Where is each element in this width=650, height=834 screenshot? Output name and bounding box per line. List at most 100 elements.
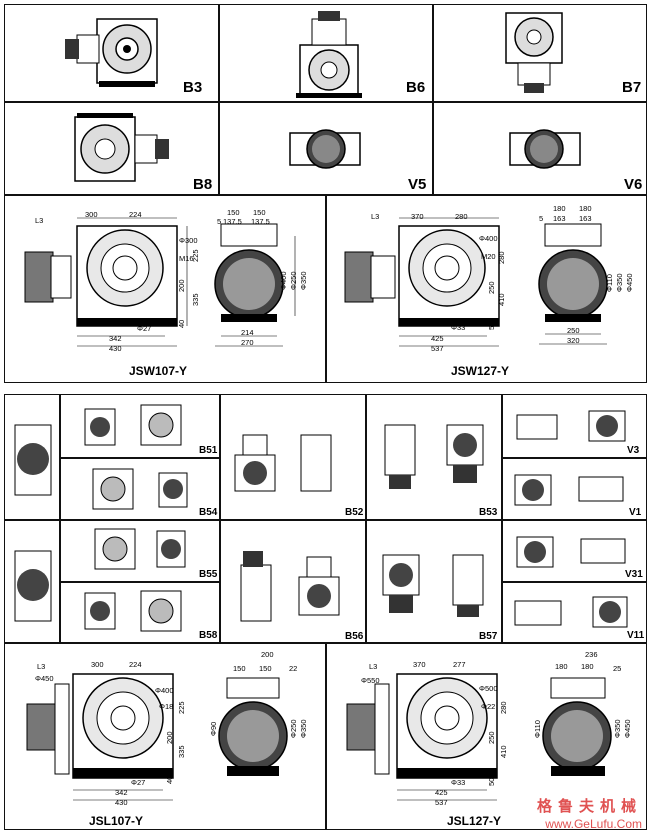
dim-370: 370 (411, 212, 424, 221)
dim-phi250: Φ250 (289, 271, 298, 291)
mount-label-v6: V6 (624, 176, 643, 193)
gearbox-drawing-v3 (516, 410, 626, 442)
dim-342: 342 (109, 334, 122, 343)
dim-phi33: Φ33 (451, 323, 466, 332)
dim-phi300: Φ300 (179, 236, 198, 245)
mount-panel-b53: B53 (366, 394, 502, 520)
gearbox-drawing-v11 (514, 596, 628, 628)
dim-phi400: Φ400 (479, 234, 498, 243)
dim-50: 50 (487, 777, 496, 786)
dim-phi18: Φ18 (159, 702, 174, 711)
dim-50: 50 (487, 321, 496, 330)
dim-phi400: Φ400 (279, 271, 288, 291)
dim-280: 280 (499, 701, 508, 714)
mount-panel-b52: B52 (220, 394, 366, 520)
dim-40: 40 (165, 775, 174, 784)
dim-335: 335 (177, 745, 186, 758)
dim-m16: M16 (179, 254, 194, 263)
gearbox-drawing-b6 (296, 11, 362, 98)
jsl127-drawing (346, 673, 612, 801)
mount-panel-b54: B54 (60, 458, 220, 520)
mount-panel-v1: V1 (502, 458, 647, 520)
gearbox-drawing-b53 (384, 424, 484, 489)
dim-236: 236 (585, 650, 598, 659)
gearbox-drawing-b57 (382, 554, 484, 617)
mount-panel-b51: B51 (60, 394, 220, 458)
dim-200: 200 (177, 279, 186, 292)
mount-panel-b7: B7 (433, 4, 647, 102)
mount-panel-b58: B58 (60, 582, 220, 643)
mount-label-b51: B51 (199, 445, 218, 456)
mount-label-v31: V31 (625, 569, 643, 580)
mount-panel-b57: B57 (366, 520, 502, 643)
dim-280: 280 (455, 212, 468, 221)
dim-l3: L3 (369, 662, 378, 671)
mount-label-v5: V5 (408, 176, 427, 193)
dim-40: 40 (177, 319, 186, 328)
mount-label-b7: B7 (622, 79, 642, 96)
dim-25: 25 (613, 664, 622, 673)
mount-panel-v31: V31 (502, 520, 647, 582)
mount-panel-b55: B55 (60, 520, 220, 582)
dim-225: 225 (191, 249, 200, 262)
mount-panel-v3: V3 (502, 394, 647, 458)
dim-214: 214 (241, 328, 254, 337)
dim-l3: L3 (37, 662, 46, 671)
mount-label-b58: B58 (199, 630, 218, 641)
watermark-url: www.GeLufu.Com (545, 817, 642, 831)
dim-163b: 163 (579, 214, 592, 223)
dim-224: 224 (129, 210, 142, 219)
dim-280b: 280 (497, 251, 506, 264)
dim-phi350: Φ350 (299, 271, 308, 291)
jsw127-title: JSW127-Y (451, 364, 510, 378)
dim-l3: L3 (35, 216, 44, 225)
dim-225: 225 (177, 701, 186, 714)
dim-phi90: Φ90 (209, 721, 218, 736)
mount-label-b56: B56 (345, 631, 364, 642)
dim-250: 250 (487, 281, 496, 294)
gearbox-drawing-b55 (94, 528, 186, 570)
dim-300: 300 (85, 210, 98, 219)
mount-label-b54: B54 (199, 507, 218, 518)
dim-phi450: Φ450 (35, 674, 54, 683)
dim-430: 430 (109, 344, 122, 353)
dim-m20: M20 (481, 252, 496, 261)
gearbox-drawing-left-bottom (14, 550, 52, 622)
dim-180a: 180 (553, 204, 566, 213)
dim-150b: 150 (253, 208, 266, 217)
dim-phi550: Φ550 (361, 676, 380, 685)
dim-200: 200 (165, 731, 174, 744)
gearbox-drawing-b8 (74, 113, 169, 182)
dim-537: 537 (431, 344, 444, 353)
jsw127-drawing (344, 217, 608, 347)
gearbox-drawing-b52 (234, 434, 332, 492)
dim-phi500: Φ500 (479, 684, 498, 693)
gearbox-drawing-b51 (84, 404, 182, 446)
dim-163a: 163 (553, 214, 566, 223)
dim-425: 425 (435, 788, 448, 797)
mount-label-v1: V1 (629, 507, 642, 518)
mount-label-b55: B55 (199, 569, 218, 580)
dim-phi350: Φ350 (615, 273, 624, 293)
gearbox-drawing-v6 (509, 129, 581, 169)
mount-panel-left-bottom (4, 520, 60, 643)
dim-537: 537 (435, 798, 448, 807)
dim-phi450: Φ450 (623, 719, 632, 739)
jsl107-title: JSL107-Y (89, 814, 144, 828)
dim-phi350: Φ350 (299, 719, 308, 739)
mount-label-b8: B8 (193, 176, 213, 193)
dim-200t: 200 (261, 650, 274, 659)
mount-panel-b56: B56 (220, 520, 366, 643)
dim-phi110: Φ110 (605, 274, 614, 292)
mount-panel-v11: V11 (502, 582, 647, 643)
gearbox-drawing-v5 (289, 129, 361, 169)
watermark-cn: 格鲁夫机械 (536, 797, 642, 815)
dim-22: 22 (289, 664, 298, 673)
jsw127-panel: L3 370 280 Φ400 M20 280 250 410 50 Φ33 4… (326, 195, 647, 383)
mount-label-b53: B53 (479, 507, 498, 518)
dim-180b: 180 (579, 204, 592, 213)
gearbox-drawing-b3 (65, 18, 158, 87)
dim-phi27: Φ27 (137, 324, 152, 333)
mount-label-b52: B52 (345, 507, 364, 518)
mount-label-b3: B3 (183, 79, 203, 96)
